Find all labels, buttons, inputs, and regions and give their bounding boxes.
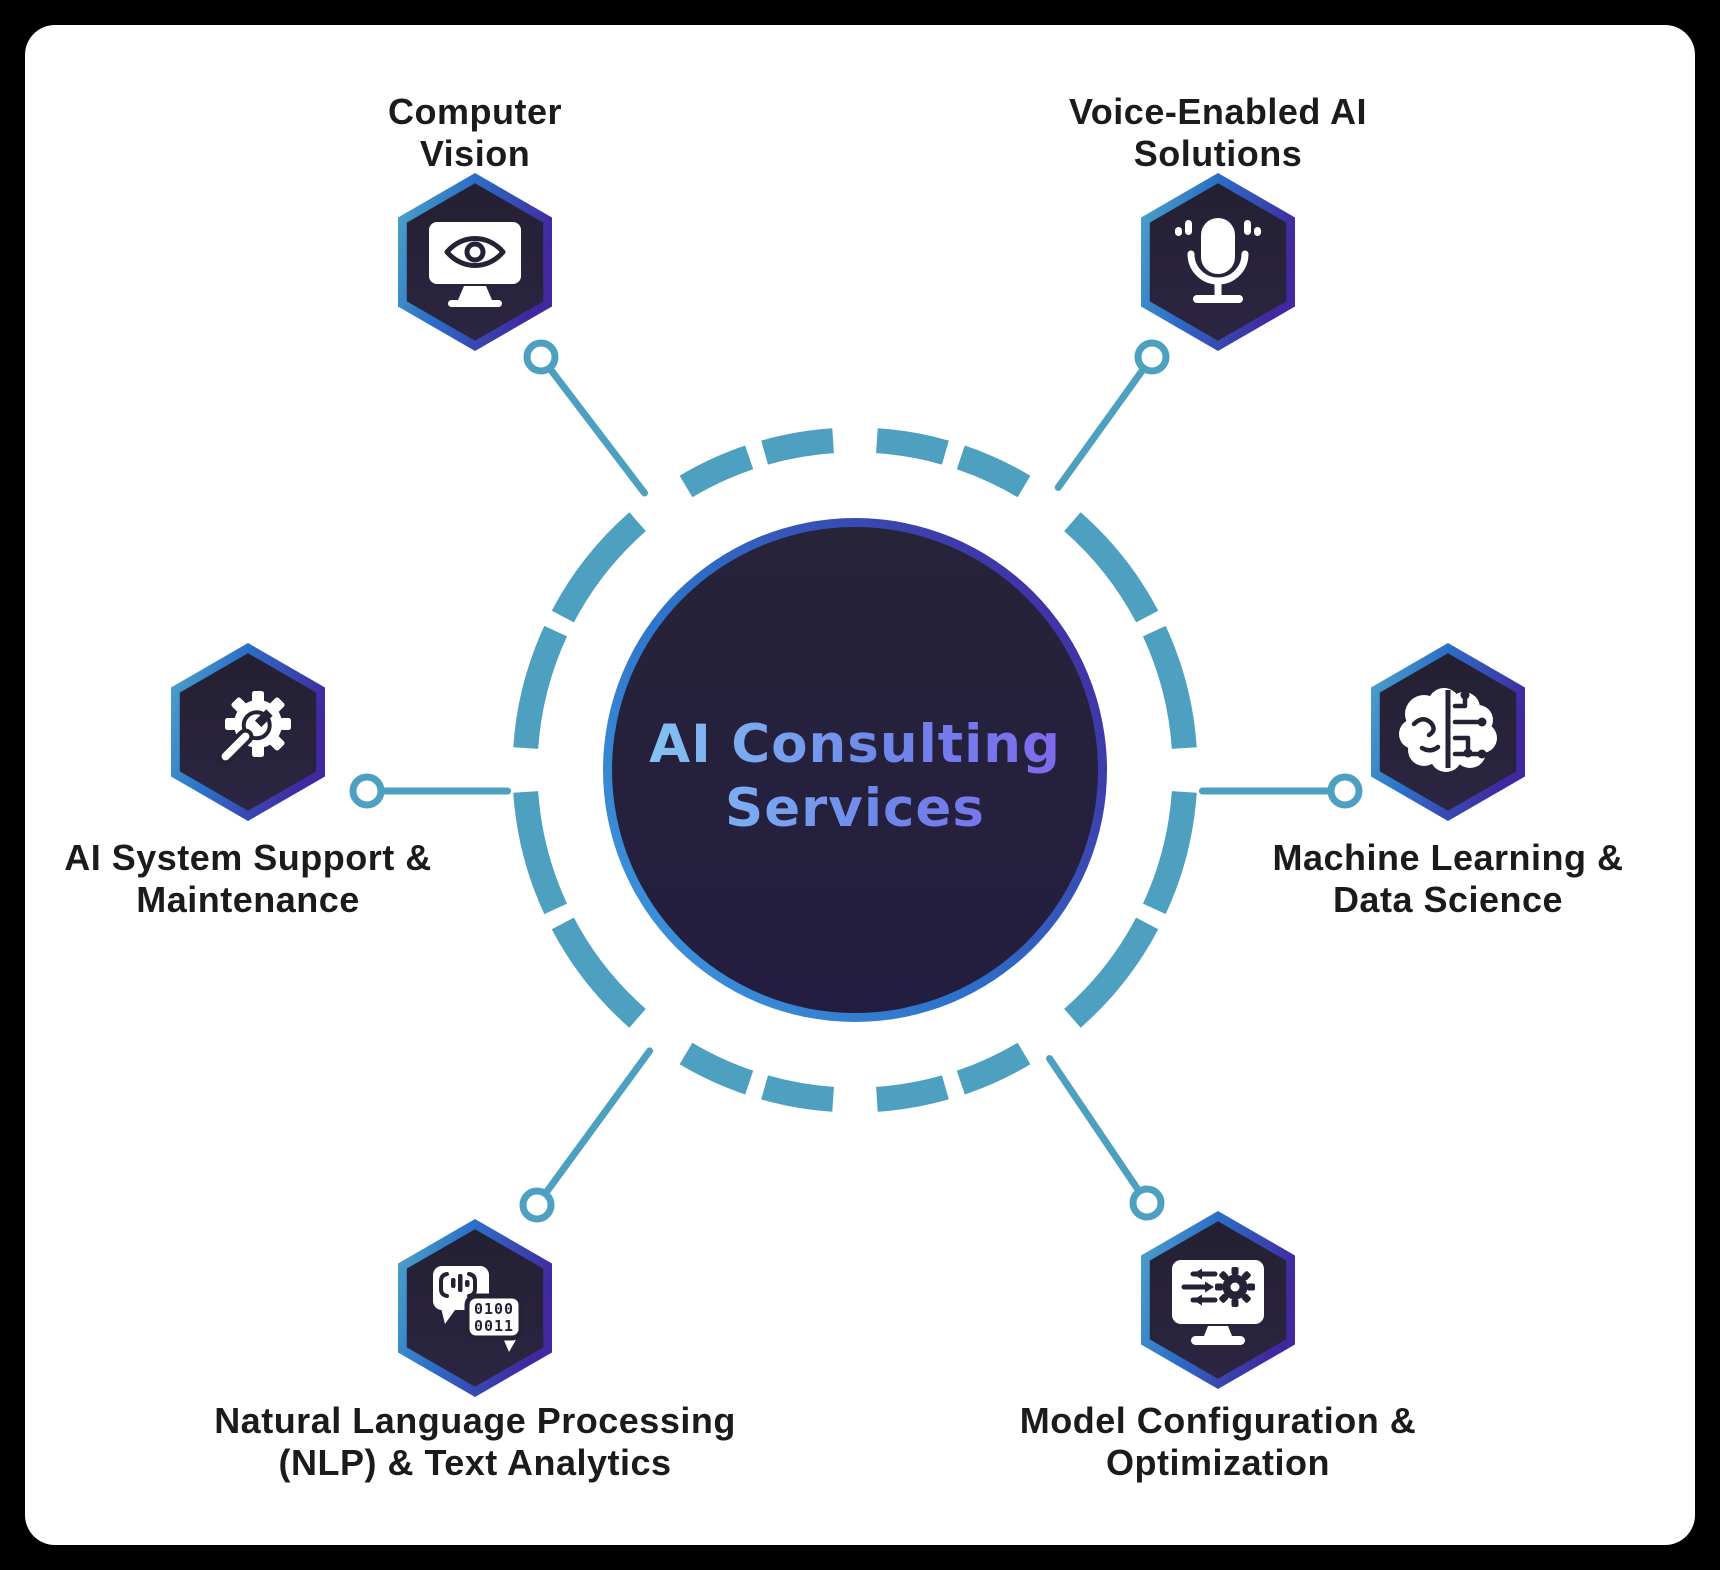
connector-dot-computer-vision	[523, 339, 559, 375]
connector-lines	[349, 339, 1363, 1223]
ring-dash-segment	[551, 512, 646, 623]
gear-wrench-icon	[217, 691, 291, 765]
node-machine-learning-data-science: Machine Learning & Data Science	[1272, 643, 1623, 920]
connector-line-nlp	[541, 1047, 654, 1198]
center-node: AI Consulting Services	[603, 518, 1107, 1022]
ring-dash-segment	[1064, 512, 1159, 623]
node-label: Natural Language Processing	[214, 1400, 736, 1441]
ring-dash-segment	[761, 428, 835, 465]
node-label: Computer	[388, 91, 562, 132]
ring-dash-segment	[1142, 790, 1197, 915]
connector-dot-voice-enabled	[1134, 339, 1170, 375]
ring-dash-segment	[513, 625, 568, 750]
connector-dot-model-configuration	[1129, 1185, 1165, 1221]
monitor-eye-icon	[429, 222, 521, 307]
node-label: Voice-Enabled AI	[1069, 91, 1367, 132]
connector-line-model-configuration	[1046, 1055, 1143, 1195]
node-label: Vision	[420, 133, 530, 174]
microphone-icon	[1175, 218, 1261, 303]
center-circle	[612, 527, 1098, 1013]
ring-dash-segment	[875, 1075, 949, 1112]
connector-line-voice-enabled	[1054, 364, 1148, 491]
ring-dash-segment	[1064, 917, 1159, 1028]
chat-bubbles-binary-icon: 0100 0011	[433, 1266, 524, 1352]
ring-dash-segment	[551, 917, 646, 1028]
node-label: Maintenance	[136, 879, 360, 920]
ring-dash-segment	[679, 1042, 754, 1095]
node-computer-vision: Computer Vision	[388, 91, 562, 351]
ring-dash-segment	[761, 1075, 835, 1112]
node-label: Optimization	[1106, 1442, 1330, 1483]
ring-dash-segment	[1142, 625, 1197, 750]
node-label: Solutions	[1134, 133, 1303, 174]
connector-dot-ai-system-support	[349, 773, 385, 809]
node-label: Model Configuration &	[1020, 1400, 1416, 1441]
binary-text-line1: 0100	[474, 1300, 514, 1318]
ring-dash-segment	[956, 1042, 1031, 1095]
brain-circuit-icon	[1399, 688, 1497, 772]
dashed-ring	[513, 428, 1197, 1112]
node-ai-system-support-maintenance: AI System Support & Maintenance	[64, 643, 432, 920]
ring-dash-segment	[679, 445, 754, 498]
node-nlp-text-analytics: 0100 0011 Natural Language Processing (N…	[214, 1219, 736, 1483]
node-label: AI System Support &	[64, 837, 432, 878]
node-label: Data Science	[1333, 879, 1563, 920]
ring-dash-segment	[875, 428, 949, 465]
ring-dash-segment	[513, 790, 568, 915]
monitor-sliders-gear-icon	[1172, 1260, 1264, 1345]
center-title-line2: Services	[725, 778, 985, 839]
connector-dot-nlp	[519, 1187, 555, 1223]
node-label: Machine Learning &	[1272, 837, 1623, 878]
connector-dot-machine-learning	[1327, 773, 1363, 809]
ring-dash-segment	[956, 445, 1031, 498]
node-model-configuration-optimization: Model Configuration & Optimization	[1020, 1211, 1416, 1483]
binary-text-line2: 0011	[474, 1317, 514, 1335]
node-label: (NLP) & Text Analytics	[278, 1442, 671, 1483]
node-voice-enabled-ai-solutions: Voice-Enabled AI Solutions	[1069, 91, 1367, 351]
connector-line-computer-vision	[546, 364, 648, 497]
center-title-line1: AI Consulting	[649, 714, 1061, 775]
